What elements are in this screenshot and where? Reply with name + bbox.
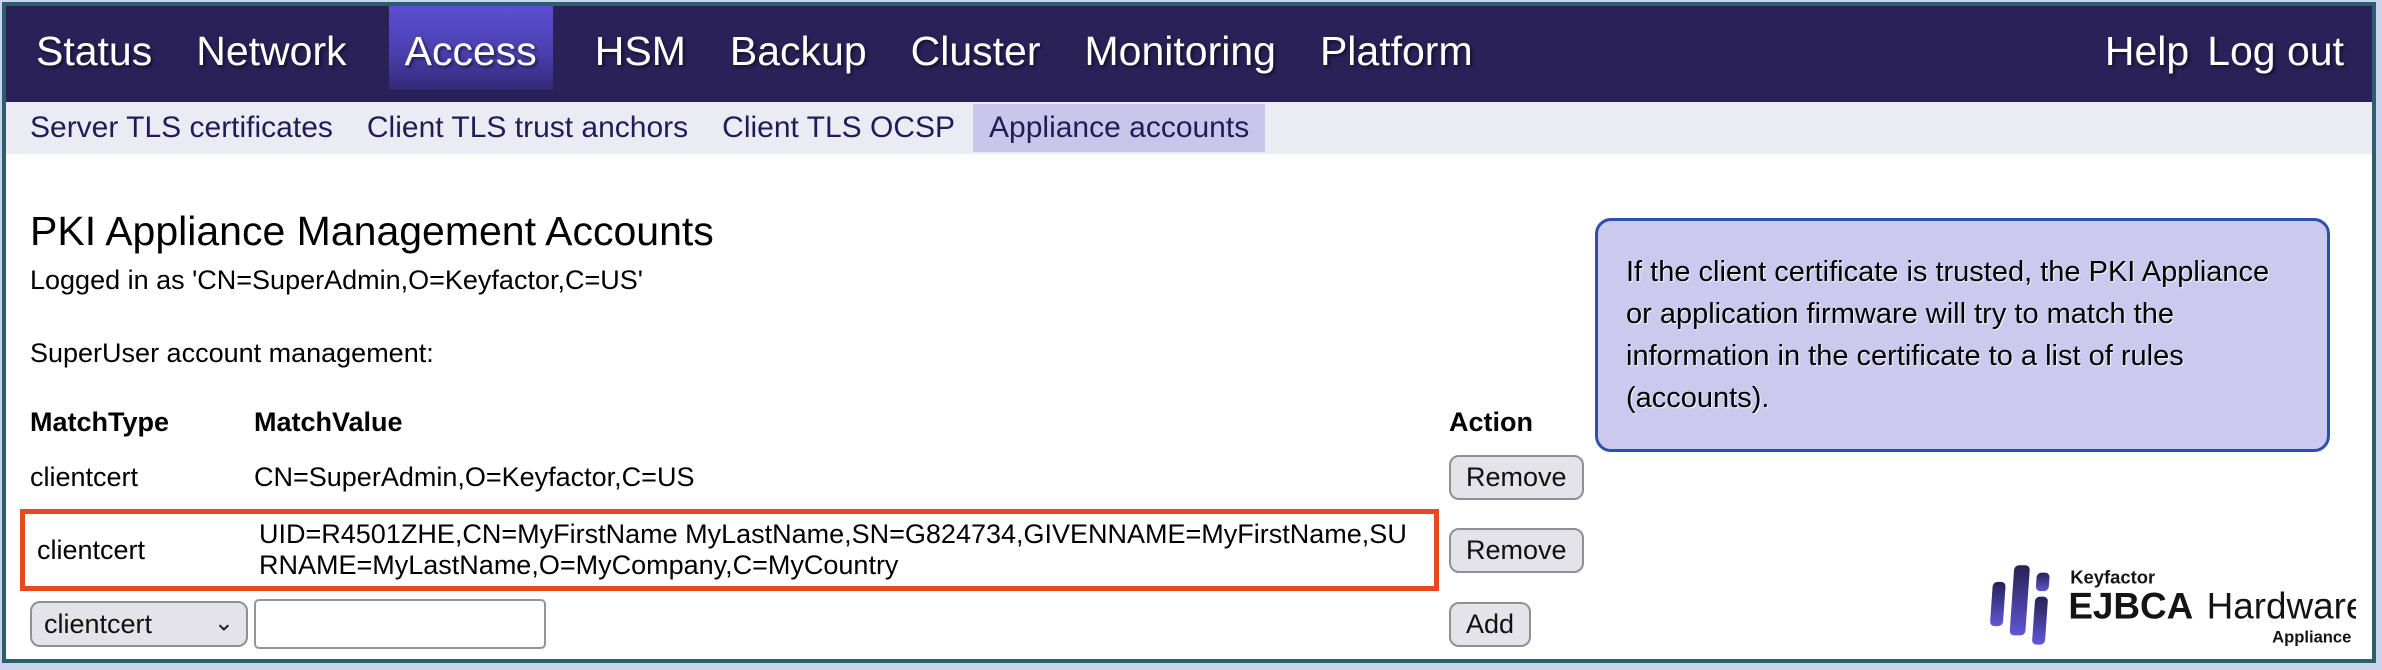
subnav-item-appliance-accounts[interactable]: Appliance accounts: [973, 104, 1266, 152]
action-cell: Add: [1449, 601, 2372, 647]
logo-bars-icon: [1990, 565, 2050, 645]
section-label: SuperUser account management:: [30, 338, 434, 368]
matchvalue-cell: CN=SuperAdmin,O=Keyfactor,C=US: [254, 461, 695, 492]
nav-item-network[interactable]: Network: [196, 28, 347, 74]
remove-button[interactable]: Remove: [1449, 527, 1584, 573]
top-nav: Status Network Access HSM Backup Cluster…: [6, 6, 2372, 102]
matchvalue-cell: UID=R4501ZHE,CN=MyFirstName MyLastName,S…: [259, 519, 1407, 580]
matchtype-select[interactable]: clientcert: [30, 601, 248, 647]
nav-item-logout[interactable]: Log out: [2207, 28, 2344, 74]
column-header-matchtype: MatchType: [30, 406, 170, 437]
main-content: PKI Appliance Management Accounts Logged…: [6, 154, 2372, 659]
logo-suffix-text: Appliance: [2272, 628, 2351, 647]
matchtype-cell: clientcert: [37, 534, 146, 565]
remove-button[interactable]: Remove: [1449, 454, 1584, 500]
nav-item-platform[interactable]: Platform: [1319, 28, 1473, 74]
subnav-item-server-tls-certificates[interactable]: Server TLS certificates: [30, 111, 333, 144]
keyfactor-ejbca-logo: Keyfactor EJBCA Hardware Appliance: [1990, 565, 2356, 647]
matchvalue-input[interactable]: [254, 599, 546, 649]
logged-in-as-text: Logged in as 'CN=SuperAdmin,O=Keyfactor,…: [30, 265, 643, 295]
nav-item-hsm[interactable]: HSM: [594, 28, 686, 74]
matchtype-select-wrap: clientcert ⌄: [30, 601, 248, 647]
matchtype-cell: clientcert: [30, 461, 139, 492]
subnav-item-client-tls-ocsp[interactable]: Client TLS OCSP: [722, 111, 956, 144]
sub-nav: Server TLS certificates Client TLS trust…: [6, 102, 2372, 154]
table-header-row: MatchType MatchValue Action: [30, 405, 2372, 439]
logo-product-bold-text: EJBCA: [2068, 586, 2193, 627]
logo-brand-text: Keyfactor: [2070, 567, 2155, 588]
subnav-item-client-tls-trust-anchors[interactable]: Client TLS trust anchors: [366, 111, 689, 144]
logo-product-text: Hardware: [2207, 586, 2356, 627]
action-cell: Remove: [1449, 454, 2372, 500]
page-title: PKI Appliance Management Accounts: [30, 208, 714, 254]
table-row-highlighted: clientcert UID=R4501ZHE,CN=MyFirstName M…: [20, 509, 2372, 591]
highlight-outline-box: clientcert UID=R4501ZHE,CN=MyFirstName M…: [20, 509, 1439, 591]
nav-item-cluster[interactable]: Cluster: [910, 28, 1041, 74]
accounts-table: MatchType MatchValue Action clientcert C…: [20, 405, 2372, 649]
nav-item-backup[interactable]: Backup: [729, 28, 867, 74]
matchvalue-input-cell: [254, 599, 1449, 649]
action-cell: Remove: [1449, 527, 2372, 573]
table-row: clientcert CN=SuperAdmin,O=Keyfactor,C=U…: [30, 453, 2372, 501]
add-button[interactable]: Add: [1449, 601, 1532, 647]
add-account-row: clientcert ⌄ Add: [30, 599, 2372, 649]
nav-item-help[interactable]: Help: [2104, 28, 2190, 74]
column-header-action: Action: [1449, 406, 1533, 437]
nav-item-monitoring[interactable]: Monitoring: [1084, 28, 1276, 74]
column-header-matchvalue: MatchValue: [254, 406, 403, 437]
nav-item-status[interactable]: Status: [36, 28, 153, 74]
info-box: If the client certificate is trusted, th…: [1595, 218, 2330, 453]
nav-item-access[interactable]: Access: [388, 6, 553, 90]
